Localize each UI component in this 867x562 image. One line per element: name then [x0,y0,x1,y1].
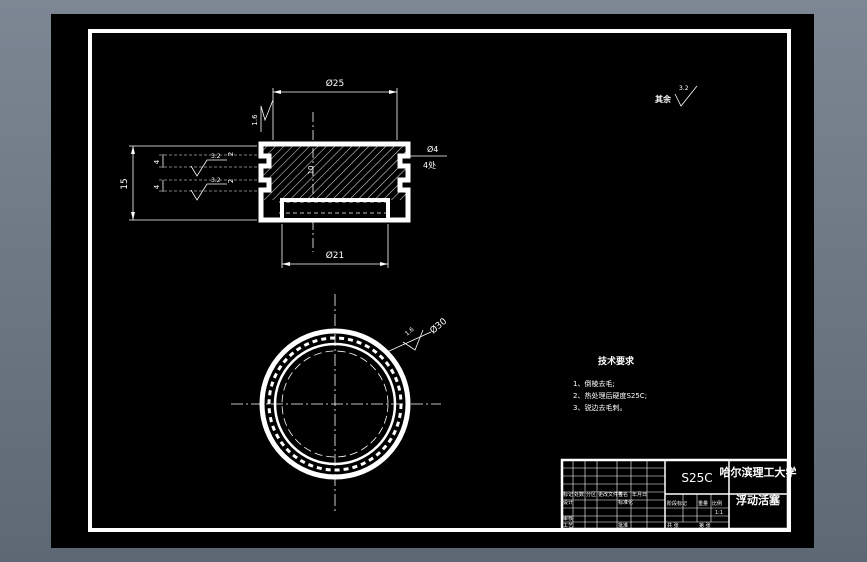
roughness-groove-2-icon [190,183,227,201]
tb-header-5: 签名 [618,491,628,498]
roughness-circle-icon [402,329,424,351]
roughness-top-icon [260,99,274,122]
inner-pocket [280,198,390,222]
roughness-groove-1-icon [190,159,227,177]
drawing-border [88,29,791,532]
dim-groove-depth-2: 2 [227,179,235,183]
cad-drawing: Ø25 Ø21 15 4 4 2 2 3.2 3.2 1. [88,29,797,532]
title-block-text: S25C 哈尔滨理工大学 浮动活塞 标记 处数 分区 更改文件号 签名 年月日 … [563,465,797,529]
tb-header-1: 标记 [563,491,573,498]
tb-stage-2: 重量 [698,500,708,507]
tb-stage-1: 阶段标记 [667,500,687,507]
dim-outer-diameter: Ø30 [428,316,449,337]
inner-circle-dashed [281,350,389,458]
tb-approve: 批准 [618,522,628,529]
dim-height: 15 [120,178,130,189]
tb-sheet-1: 共 张 [667,522,679,529]
middle-circle [273,342,397,466]
dim-groove-width-2: 4 [153,184,161,189]
tb-header-3: 分区 [586,491,596,498]
dim-top-diameter: Ø25 [326,78,345,89]
top-view: Ø30 1.6 [231,294,449,514]
tb-stage-3: 比例 [712,500,722,507]
dim-groove-depth-1: 2 [227,152,235,156]
tb-material: S25C [681,471,712,485]
outer-ring-dashed [267,336,403,472]
tb-header-4: 更改文件号 [598,491,623,498]
roughness-other-value: 3.2 [679,85,689,92]
tb-school: 哈尔滨理工大学 [720,465,797,479]
tech-item-3: 3、锐边去毛刺。 [573,403,626,412]
tech-item-2: 2、热处理后硬度S25C; [573,391,647,400]
section-hatch [261,144,408,210]
tb-row-2: 标准化 [618,499,633,506]
tb-row-1: 设计 [563,499,573,506]
roughness-top: 1.6 [251,114,259,126]
tb-sheet-2: 第 张 [699,522,711,529]
tb-header-2: 处数 [574,491,584,498]
tb-part-name: 浮动活塞 [736,493,781,507]
roughness-groove-1: 3.2 [211,153,221,160]
section-view: Ø25 Ø21 15 4 4 2 2 3.2 3.2 1. [120,78,447,268]
outer-circle [259,328,411,480]
tb-process: 工艺 [563,523,573,529]
tb-scale: 1:1 [715,510,723,516]
drawing-canvas: Ø25 Ø21 15 4 4 2 2 3.2 3.2 1. [51,14,814,548]
roughness-circle: 1.6 [404,326,416,338]
dim-bore: 10 [307,166,315,175]
title-block [560,458,790,531]
tech-requirements: 技术要求 1、倒棱去毛; 2、热处理后硬度S25C; 3、锐边去毛刺。 [573,355,647,412]
dim-bottom-diameter: Ø21 [326,250,345,261]
roughness-other-icon [674,85,698,107]
roughness-groove-2: 3.2 [211,177,221,184]
dim-hole: Ø4 [427,144,438,154]
dim-hole-count: 4处 [423,160,436,170]
tb-audit: 审核 [563,515,573,522]
roughness-other-label: 其余 [655,94,672,104]
other-roughness: 其余 3.2 [655,85,698,107]
section-outline [258,141,411,223]
tech-title: 技术要求 [598,355,635,367]
dim-groove-width-1: 4 [153,159,161,164]
tech-item-1: 1、倒棱去毛; [573,379,615,388]
tb-header-6: 年月日 [632,491,647,498]
